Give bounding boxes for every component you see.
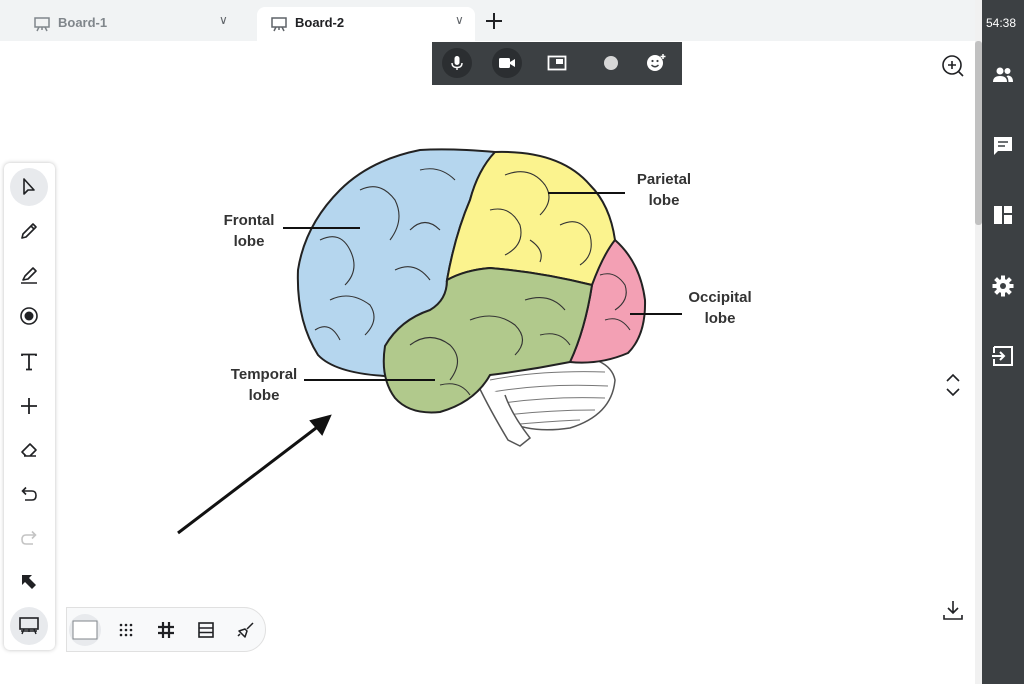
cerebellum: [477, 354, 616, 447]
blank-bg-icon: [72, 620, 98, 640]
add-tab-button[interactable]: [482, 9, 506, 33]
board-icon: [34, 16, 50, 37]
parietal-lobe-label: Parietal lobe: [628, 169, 700, 211]
temporal-lobe: [382, 266, 594, 414]
blank-background-button[interactable]: [69, 614, 101, 646]
tab-label: Board-1: [58, 15, 108, 30]
camera-button[interactable]: [492, 48, 522, 78]
media-control-bar: [432, 42, 682, 85]
select-tool[interactable]: [10, 168, 48, 206]
layout-icon: [994, 206, 1012, 224]
drawing-toolbar: [4, 163, 55, 650]
undo-button[interactable]: [10, 475, 48, 513]
camera-icon: [499, 58, 515, 68]
expand-collapse-button[interactable]: [940, 372, 966, 398]
zoom-in-button[interactable]: [940, 53, 966, 79]
redo-button[interactable]: [10, 519, 48, 557]
exit-button[interactable]: [991, 344, 1015, 368]
redo-icon: [21, 530, 37, 545]
frontal-lobe-label: Frontal lobe: [214, 210, 284, 252]
highlighter-icon: [21, 267, 37, 284]
pen-tool[interactable]: [10, 212, 48, 250]
select-icon: [23, 178, 35, 195]
record-button[interactable]: [596, 48, 626, 78]
dots-background-button[interactable]: [110, 614, 142, 646]
lines-bg-icon: [198, 622, 214, 638]
vertical-scrollbar[interactable]: [975, 0, 982, 684]
label-line-1: Parietal: [636, 171, 692, 188]
gear-icon: [992, 275, 1014, 297]
pen-icon: [21, 223, 37, 239]
undo-icon: [21, 486, 37, 501]
emoji-button[interactable]: [642, 48, 672, 78]
occipital-lobe: [568, 238, 647, 364]
picture-in-picture-icon: [547, 55, 567, 71]
brain-diagram: [177, 148, 682, 535]
settings-button[interactable]: [991, 274, 1015, 298]
plus-icon: [21, 398, 37, 414]
board-background-button[interactable]: [10, 607, 48, 645]
background-options-bar: [66, 607, 266, 652]
participants-button[interactable]: [991, 63, 1015, 87]
layout-button[interactable]: [991, 203, 1015, 227]
scrollbar-thumb[interactable]: [975, 41, 982, 225]
shape-tool[interactable]: [10, 387, 48, 425]
chevron-down-icon[interactable]: ∨: [219, 13, 228, 27]
label-line-2: lobe: [704, 310, 736, 327]
text-icon: [21, 353, 37, 371]
label-lines: [283, 192, 682, 381]
microphone-button[interactable]: [442, 48, 472, 78]
text-tool[interactable]: [10, 343, 48, 381]
pointer-icon: [22, 575, 36, 589]
record-icon: [604, 56, 618, 70]
pointer-tool[interactable]: [10, 563, 48, 601]
label-line-1: Frontal: [223, 212, 275, 229]
temporal-lobe-label: Temporal lobe: [224, 364, 304, 406]
download-button[interactable]: [940, 597, 966, 623]
dots-bg-icon: [119, 623, 133, 637]
label-line-1: Temporal: [230, 366, 298, 383]
emoji-icon: [647, 54, 666, 71]
clear-icon: [237, 622, 254, 638]
clear-board-button[interactable]: [230, 614, 262, 646]
exit-icon: [992, 346, 1013, 366]
gyri: [314, 168, 631, 396]
zoom-in-icon: [942, 55, 964, 77]
download-icon: [943, 601, 963, 620]
unfold-icon: [946, 373, 960, 397]
meeting-sidebar: [982, 0, 1024, 684]
participants-icon: [993, 67, 1013, 82]
grid-background-button[interactable]: [150, 614, 182, 646]
chat-icon: [994, 137, 1012, 155]
laser-icon: [20, 307, 38, 325]
label-line-2: lobe: [648, 192, 680, 209]
board-icon: [19, 617, 39, 635]
tab-label: Board-2: [295, 15, 345, 30]
whiteboard-canvas[interactable]: Frontal lobe Parietal lobe Occipital lob…: [0, 41, 975, 684]
grid-bg-icon: [158, 622, 174, 638]
plus-icon: [486, 13, 502, 29]
microphone-icon: [451, 56, 463, 70]
chat-button[interactable]: [991, 134, 1015, 158]
tab-board-1[interactable]: Board-1 ∨: [0, 7, 245, 41]
highlighter-tool[interactable]: [10, 256, 48, 294]
board-icon: [271, 16, 287, 37]
label-line-2: lobe: [233, 233, 265, 250]
meeting-timer: 54:38: [986, 16, 1017, 30]
tab-bar: Board-1 ∨ Board-2 ∨: [0, 0, 975, 41]
chevron-down-icon[interactable]: ∨: [455, 13, 464, 27]
eraser-icon: [21, 443, 37, 457]
eraser-tool[interactable]: [10, 431, 48, 469]
label-line-1: Occipital: [688, 289, 752, 306]
occipital-lobe-label: Occipital lobe: [681, 287, 759, 329]
picture-in-picture-button[interactable]: [542, 48, 572, 78]
tab-board-2[interactable]: Board-2 ∨: [257, 7, 475, 41]
laser-tool[interactable]: [10, 297, 48, 335]
label-line-2: lobe: [248, 387, 280, 404]
arrow-annotation: [177, 414, 332, 535]
lines-background-button[interactable]: [190, 614, 222, 646]
